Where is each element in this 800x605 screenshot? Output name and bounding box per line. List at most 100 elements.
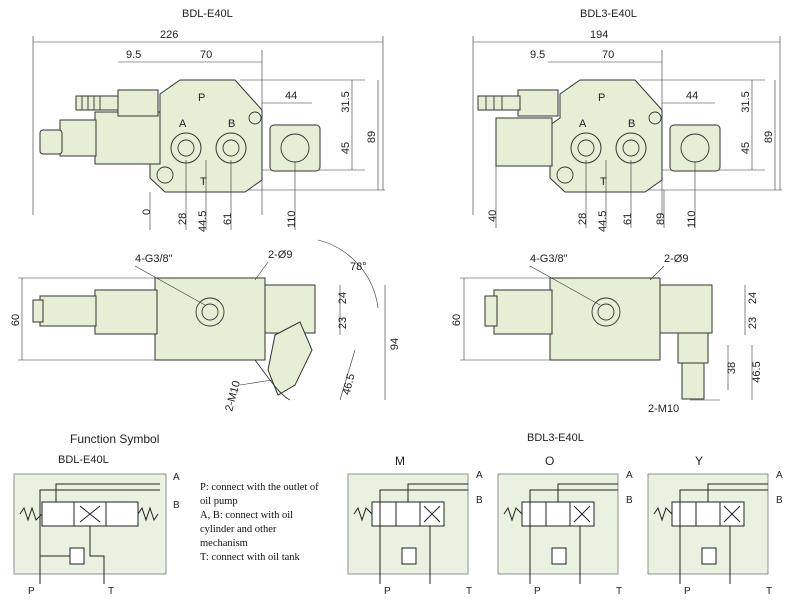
cross-flow bbox=[573, 505, 591, 523]
line-a bbox=[55, 483, 160, 502]
dim-31-5: 31.5 bbox=[340, 91, 352, 112]
port-thread-inner bbox=[597, 303, 615, 321]
spool-cell bbox=[521, 501, 547, 527]
cross-flow bbox=[423, 505, 441, 523]
spool-cap-side bbox=[32, 299, 44, 323]
dim-89: 89 bbox=[763, 131, 775, 143]
spool-cell bbox=[671, 501, 697, 527]
variant-o-label: O bbox=[545, 454, 554, 468]
relief-valve bbox=[551, 547, 567, 565]
port-a-boss bbox=[570, 132, 602, 164]
thread-label: 4-G3/8" bbox=[530, 253, 568, 265]
mid-left-view: 60 4-G3/8" 2-Ø9 78° 24 23 94 46.5 2-M10 bbox=[10, 239, 401, 413]
dim-226: 226 bbox=[160, 29, 178, 41]
dim-9-5: 9.5 bbox=[530, 49, 545, 61]
handle-boot bbox=[677, 332, 709, 364]
port-b: B bbox=[626, 495, 633, 506]
dim-bottom: 89 bbox=[655, 213, 667, 225]
dim-9-5: 9.5 bbox=[126, 49, 141, 61]
angle-arc bbox=[317, 239, 379, 309]
line-a bbox=[557, 483, 618, 502]
variant-m-label: M bbox=[395, 454, 405, 468]
line-p bbox=[39, 489, 160, 584]
dim-bottom: 28 bbox=[577, 213, 589, 225]
spool-cap bbox=[39, 129, 63, 155]
port-t: T bbox=[108, 586, 114, 597]
handle-shaft bbox=[477, 95, 521, 111]
relief-valve bbox=[401, 547, 417, 565]
port-p-label: P bbox=[198, 92, 205, 104]
spool-housing-side bbox=[493, 289, 553, 335]
lever-outline bbox=[254, 359, 291, 401]
dim-70: 70 bbox=[200, 49, 212, 61]
relief-valve bbox=[69, 547, 85, 565]
legend-line: cylinder and other bbox=[200, 524, 277, 535]
port-a-hole bbox=[577, 139, 595, 157]
port-t: T bbox=[466, 586, 472, 597]
spring-left bbox=[353, 506, 373, 522]
variant-y-label: Y bbox=[695, 454, 703, 468]
port-b-hole bbox=[622, 139, 640, 157]
legend-line: T: connect with oil tank bbox=[200, 552, 301, 563]
spool-end bbox=[59, 119, 97, 157]
top-right-view: BDL3-E40L 194 9.5 70 44 31.5 89 45 bbox=[472, 8, 782, 232]
holes-label: 2-Ø9 bbox=[664, 253, 688, 265]
valve-body-side bbox=[154, 277, 266, 361]
dim-bottom: 110 bbox=[286, 210, 298, 228]
port-a: A bbox=[173, 472, 180, 483]
port-b-hole bbox=[222, 139, 240, 157]
dim-bottom: 44.5 bbox=[597, 211, 609, 232]
line-t bbox=[89, 526, 105, 584]
port-thread-circle bbox=[195, 297, 225, 327]
valve-body-side bbox=[549, 277, 661, 361]
port-p: P bbox=[684, 586, 691, 597]
legend-line: A, B: connect with oil bbox=[200, 510, 293, 521]
mount-hole bbox=[556, 166, 574, 184]
port-a: A bbox=[626, 470, 633, 481]
port-p: P bbox=[28, 586, 35, 597]
port-b-label: B bbox=[628, 118, 635, 130]
dim-46-5: 46.5 bbox=[341, 372, 358, 396]
holes-label: 2-Ø9 bbox=[268, 249, 292, 261]
port-thread-circle bbox=[591, 297, 621, 327]
dim-46-5: 46.5 bbox=[751, 361, 763, 382]
relief-valve bbox=[701, 547, 717, 565]
model-title: BDL-E40L bbox=[182, 8, 233, 20]
port-t: T bbox=[616, 586, 622, 597]
handle-lever bbox=[267, 321, 313, 396]
spool-cell bbox=[545, 501, 571, 527]
model-right-label: BDL3-E40L bbox=[527, 432, 584, 444]
port-t-label: T bbox=[200, 176, 207, 188]
mount-hole bbox=[248, 111, 262, 125]
dim-23: 23 bbox=[747, 317, 759, 329]
spool-housing bbox=[495, 117, 553, 167]
mount-hole bbox=[648, 111, 662, 125]
port-a: A bbox=[776, 470, 783, 481]
model-left-label: BDL-E40L bbox=[58, 454, 109, 466]
spring-left bbox=[19, 506, 43, 522]
port-t-label: T bbox=[600, 176, 607, 188]
dim-60: 60 bbox=[10, 314, 22, 326]
m10-label: 2-M10 bbox=[648, 403, 679, 415]
port-p: P bbox=[384, 586, 391, 597]
spring-left bbox=[503, 506, 523, 522]
port-p-label: P bbox=[598, 92, 605, 104]
leader-line bbox=[239, 379, 273, 386]
mount-hole bbox=[156, 166, 174, 184]
dim-89: 89 bbox=[366, 131, 378, 143]
leader-line bbox=[529, 265, 601, 306]
handle-nut bbox=[517, 89, 559, 117]
line-a bbox=[707, 483, 768, 502]
line-p bbox=[679, 489, 768, 584]
dim-24: 24 bbox=[747, 292, 759, 304]
port-b: B bbox=[776, 495, 783, 506]
cross-flow bbox=[79, 505, 101, 523]
dim-bottom: 110 bbox=[686, 210, 698, 228]
spool-cell bbox=[41, 501, 75, 527]
dim-bottom: 61 bbox=[222, 213, 234, 225]
port-a-hole bbox=[177, 139, 195, 157]
dim-bottom: 0 bbox=[141, 209, 153, 215]
port-a-label: A bbox=[579, 118, 587, 130]
dim-94: 94 bbox=[389, 338, 401, 350]
